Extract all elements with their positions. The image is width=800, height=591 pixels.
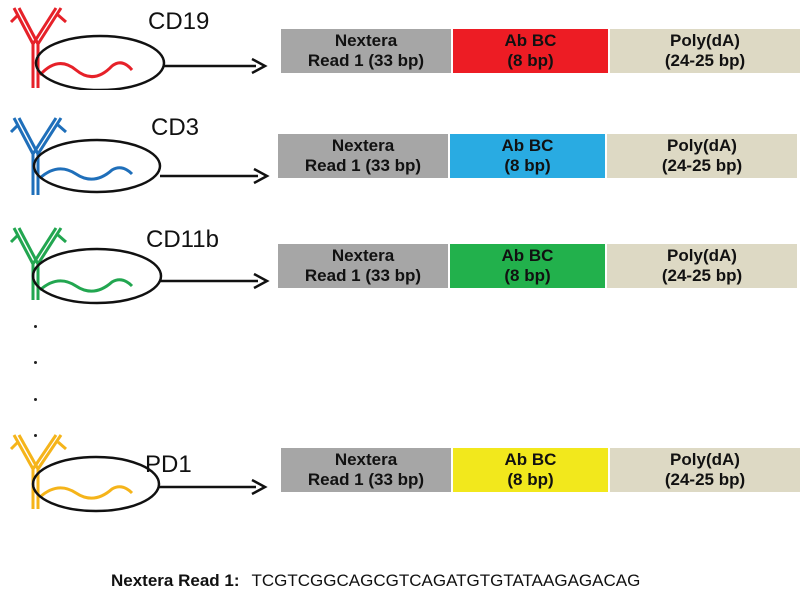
nextera-read1-segment: Nextera Read 1 (33 bp)	[278, 134, 448, 178]
oligo-ellipse	[34, 34, 166, 90]
segment-size: Read 1 (33 bp)	[304, 266, 422, 285]
segment-size: Read 1 (33 bp)	[304, 156, 422, 175]
ab-barcode-segment: Ab BC (8 bp)	[451, 29, 608, 73]
segment-title: Ab BC	[504, 450, 557, 469]
segment-size: (24-25 bp)	[664, 470, 746, 489]
poly-da-segment: Poly(dA) (24-25 bp)	[608, 29, 800, 73]
segment-size: (8 bp)	[504, 266, 551, 285]
segment-title: Ab BC	[501, 246, 554, 265]
construct-row-cd19: CD19 Nextera Read 1 (33 bp) Ab BC (8 bp)…	[0, 0, 800, 90]
construct-row-pd1: PD1 Nextera Read 1 (33 bp) Ab BC (8 bp) …	[0, 425, 800, 515]
ab-barcode-segment: Ab BC (8 bp)	[448, 134, 605, 178]
sequence-value: TCGTCGGCAGCGTCAGATGTGTATAAGAGACAG	[251, 571, 641, 590]
nextera-read1-sequence: Nextera Read 1: TCGTCGGCAGCGTCAGATGTGTATA…	[111, 571, 640, 591]
antibody-oligo-icon	[9, 7, 268, 90]
ellipsis-dot	[34, 361, 37, 364]
oligo-construct: Nextera Read 1 (33 bp) Ab BC (8 bp) Poly…	[278, 244, 797, 288]
arrow-head	[253, 167, 270, 185]
oligo-construct: Nextera Read 1 (33 bp) Ab BC (8 bp) Poly…	[281, 448, 800, 492]
segment-size: (8 bp)	[507, 51, 554, 70]
arrow-head	[253, 272, 270, 290]
segment-title: Ab BC	[504, 31, 557, 50]
nextera-read1-segment: Nextera Read 1 (33 bp)	[281, 29, 451, 73]
segment-title: Nextera	[334, 450, 398, 469]
marker-label: PD1	[145, 451, 192, 478]
segment-size: (24-25 bp)	[664, 51, 746, 70]
segment-title: Nextera	[331, 136, 395, 155]
antibody-icon	[9, 7, 67, 88]
arrow-head	[251, 478, 268, 496]
segment-title: Poly(dA)	[667, 136, 737, 155]
construct-row-cd11b: CD11b Nextera Read 1 (33 bp) Ab BC (8 bp…	[0, 220, 800, 310]
oligo-construct: Nextera Read 1 (33 bp) Ab BC (8 bp) Poly…	[278, 134, 797, 178]
ab-barcode-segment: Ab BC (8 bp)	[451, 448, 608, 492]
oligo-ellipse	[31, 455, 161, 513]
segment-title: Nextera	[334, 31, 398, 50]
antibody-icon	[9, 227, 67, 300]
antibody-oligo-icon	[9, 434, 268, 513]
oligo-construct: Nextera Read 1 (33 bp) Ab BC (8 bp) Poly…	[281, 29, 800, 73]
segment-title: Poly(dA)	[667, 246, 737, 265]
marker-label: CD3	[151, 114, 200, 141]
arrow-head	[251, 57, 268, 75]
segment-size: Read 1 (33 bp)	[307, 470, 425, 489]
antibody-icon	[9, 434, 67, 509]
segment-title: Poly(dA)	[670, 31, 740, 50]
segment-size: (8 bp)	[504, 156, 551, 175]
ellipsis-dot	[34, 325, 37, 328]
ellipsis-dot	[34, 398, 37, 401]
ellipsis-dot	[34, 434, 37, 437]
poly-da-segment: Poly(dA) (24-25 bp)	[608, 448, 800, 492]
poly-da-segment: Poly(dA) (24-25 bp)	[605, 244, 797, 288]
oligo-ellipse	[32, 138, 162, 194]
sequence-label: Nextera Read 1:	[111, 571, 240, 590]
antibody-oligo-icon	[9, 227, 270, 305]
marker-label: CD11b	[146, 226, 219, 253]
segment-title: Nextera	[331, 246, 395, 265]
segment-size: (24-25 bp)	[661, 156, 743, 175]
ab-barcode-segment: Ab BC (8 bp)	[448, 244, 605, 288]
marker-label: CD19	[148, 8, 210, 35]
construct-row-cd3: CD3 Nextera Read 1 (33 bp) Ab BC (8 bp) …	[0, 110, 800, 200]
oligo-wave	[38, 61, 134, 78]
nextera-read1-segment: Nextera Read 1 (33 bp)	[278, 244, 448, 288]
nextera-read1-segment: Nextera Read 1 (33 bp)	[281, 448, 451, 492]
oligo-wave	[39, 278, 134, 293]
oligo-ellipse	[31, 247, 163, 305]
antibody-oligo-icon	[9, 117, 270, 195]
oligo-wave	[39, 485, 134, 500]
segment-size: Read 1 (33 bp)	[307, 51, 425, 70]
poly-da-segment: Poly(dA) (24-25 bp)	[605, 134, 797, 178]
segment-title: Poly(dA)	[670, 450, 740, 469]
oligo-wave	[39, 166, 134, 181]
segment-title: Ab BC	[501, 136, 554, 155]
segment-size: (24-25 bp)	[661, 266, 743, 285]
segment-size: (8 bp)	[507, 470, 554, 489]
